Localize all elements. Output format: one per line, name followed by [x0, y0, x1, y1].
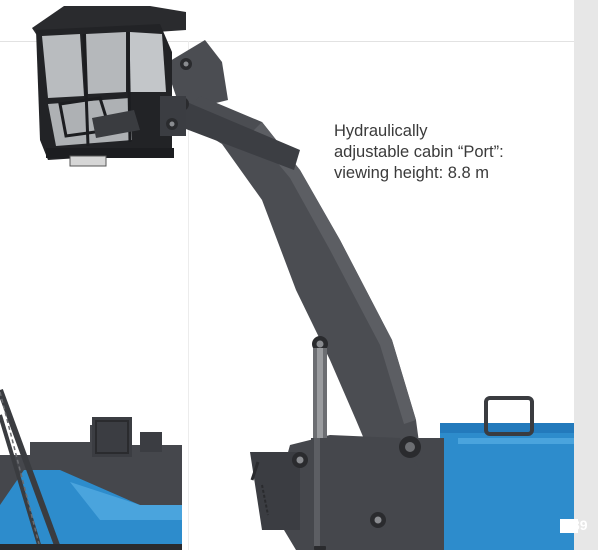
panel-top-divider — [0, 41, 574, 42]
caption-line-3: viewing height: 8.8 m — [334, 164, 490, 182]
model-badge: 39 — [572, 517, 588, 533]
caption-line-1: Hydraulically — [334, 122, 428, 140]
panel-vertical-divider — [188, 41, 189, 550]
cabin-height-caption: Hydraulically adjustable cabin “Port”: v… — [334, 121, 574, 184]
undercarriage-icon: 39 — [400, 396, 588, 550]
cabin-icon — [32, 6, 186, 167]
left-machine-body — [0, 380, 182, 550]
hydraulic-cylinder-icon — [311, 348, 329, 546]
caption-line-2: adjustable cabin “Port”: — [334, 143, 504, 161]
side-scroll-strip — [574, 0, 598, 550]
boom-arm-icon — [165, 40, 421, 550]
